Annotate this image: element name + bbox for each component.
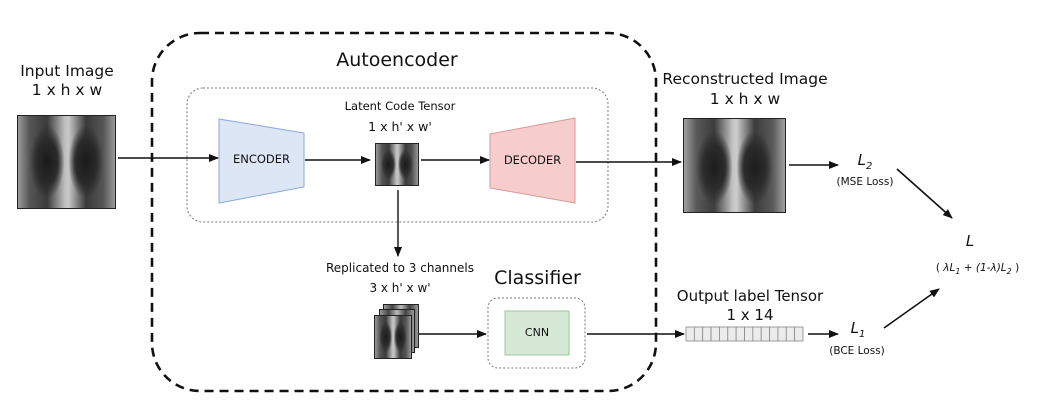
tensor-cell <box>760 326 770 342</box>
reconstructed-xray-image <box>683 118 786 213</box>
formula-close: ) <box>1011 262 1020 274</box>
tensor-cell <box>727 326 737 342</box>
encoder-decoder-group <box>186 87 609 223</box>
input-image-dims: 1 x h x w <box>31 81 103 99</box>
classifier-title: Classifier <box>494 267 581 289</box>
total-loss-symbol: L <box>965 232 975 250</box>
formula-open: ( <box>935 262 944 274</box>
total-loss-formula: ( λL1 + (1-λ)L2 ) <box>920 262 1035 276</box>
loss1-symbol: L1 <box>838 319 878 340</box>
tensor-cell <box>777 326 787 342</box>
replicated-xray-image-1 <box>374 315 412 359</box>
arrow-l2-to-total <box>896 168 953 219</box>
cnn-label: CNN <box>524 326 550 339</box>
formula-sub1: 1 <box>955 267 961 277</box>
tensor-cell <box>719 326 729 342</box>
tensor-cell <box>685 326 695 342</box>
output-label-tensor <box>685 326 804 342</box>
loss1-letter: L <box>850 319 859 337</box>
autoencoder-title: Autoencoder <box>336 49 458 71</box>
formula-lambda-l: λL <box>943 262 956 274</box>
cnn-block <box>504 310 570 356</box>
tensor-cell <box>702 326 712 342</box>
replicated-dims: 3 x h' x w' <box>369 281 431 295</box>
tensor-cell <box>794 326 804 342</box>
tensor-cell <box>785 326 796 342</box>
tensor-cell <box>693 326 704 342</box>
autoencoder-boundary <box>150 31 658 393</box>
arrow-l1-to-total <box>883 288 940 329</box>
loss2-letter: L <box>857 151 866 169</box>
tensor-cell <box>769 326 779 342</box>
tensor-cell <box>744 326 754 342</box>
loss2-subscript: 2 <box>865 161 873 172</box>
loss1-name: (BCE Loss) <box>829 345 885 357</box>
reconstructed-dims: 1 x h x w <box>709 90 781 108</box>
formula-mid: + (1-λ)L <box>960 262 1007 274</box>
decoder-label: DECODER <box>503 153 562 167</box>
output-label-dims: 1 x 14 <box>726 306 774 324</box>
input-xray-image <box>17 115 116 209</box>
tensor-cell <box>735 326 745 342</box>
latent-dims: 1 x h' x w' <box>368 119 432 134</box>
reconstructed-title: Reconstructed Image <box>662 70 828 88</box>
latent-xray-image <box>375 143 419 186</box>
decoder-block <box>489 117 576 204</box>
encoder-label: ENCODER <box>232 152 291 166</box>
tensor-cell <box>752 326 762 342</box>
replicated-title: Replicated to 3 channels <box>326 261 474 275</box>
formula-sub2: 2 <box>1006 267 1012 277</box>
latent-title: Latent Code Tensor <box>344 99 456 113</box>
loss2-name: (MSE Loss) <box>836 176 894 188</box>
loss1-subscript: 1 <box>858 329 866 340</box>
loss2-symbol: L2 <box>845 151 885 172</box>
output-label-title: Output label Tensor <box>676 287 824 305</box>
classifier-group <box>487 297 586 369</box>
encoder-block <box>218 118 305 204</box>
tensor-cell <box>710 326 720 342</box>
input-image-title: Input Image <box>20 62 114 80</box>
